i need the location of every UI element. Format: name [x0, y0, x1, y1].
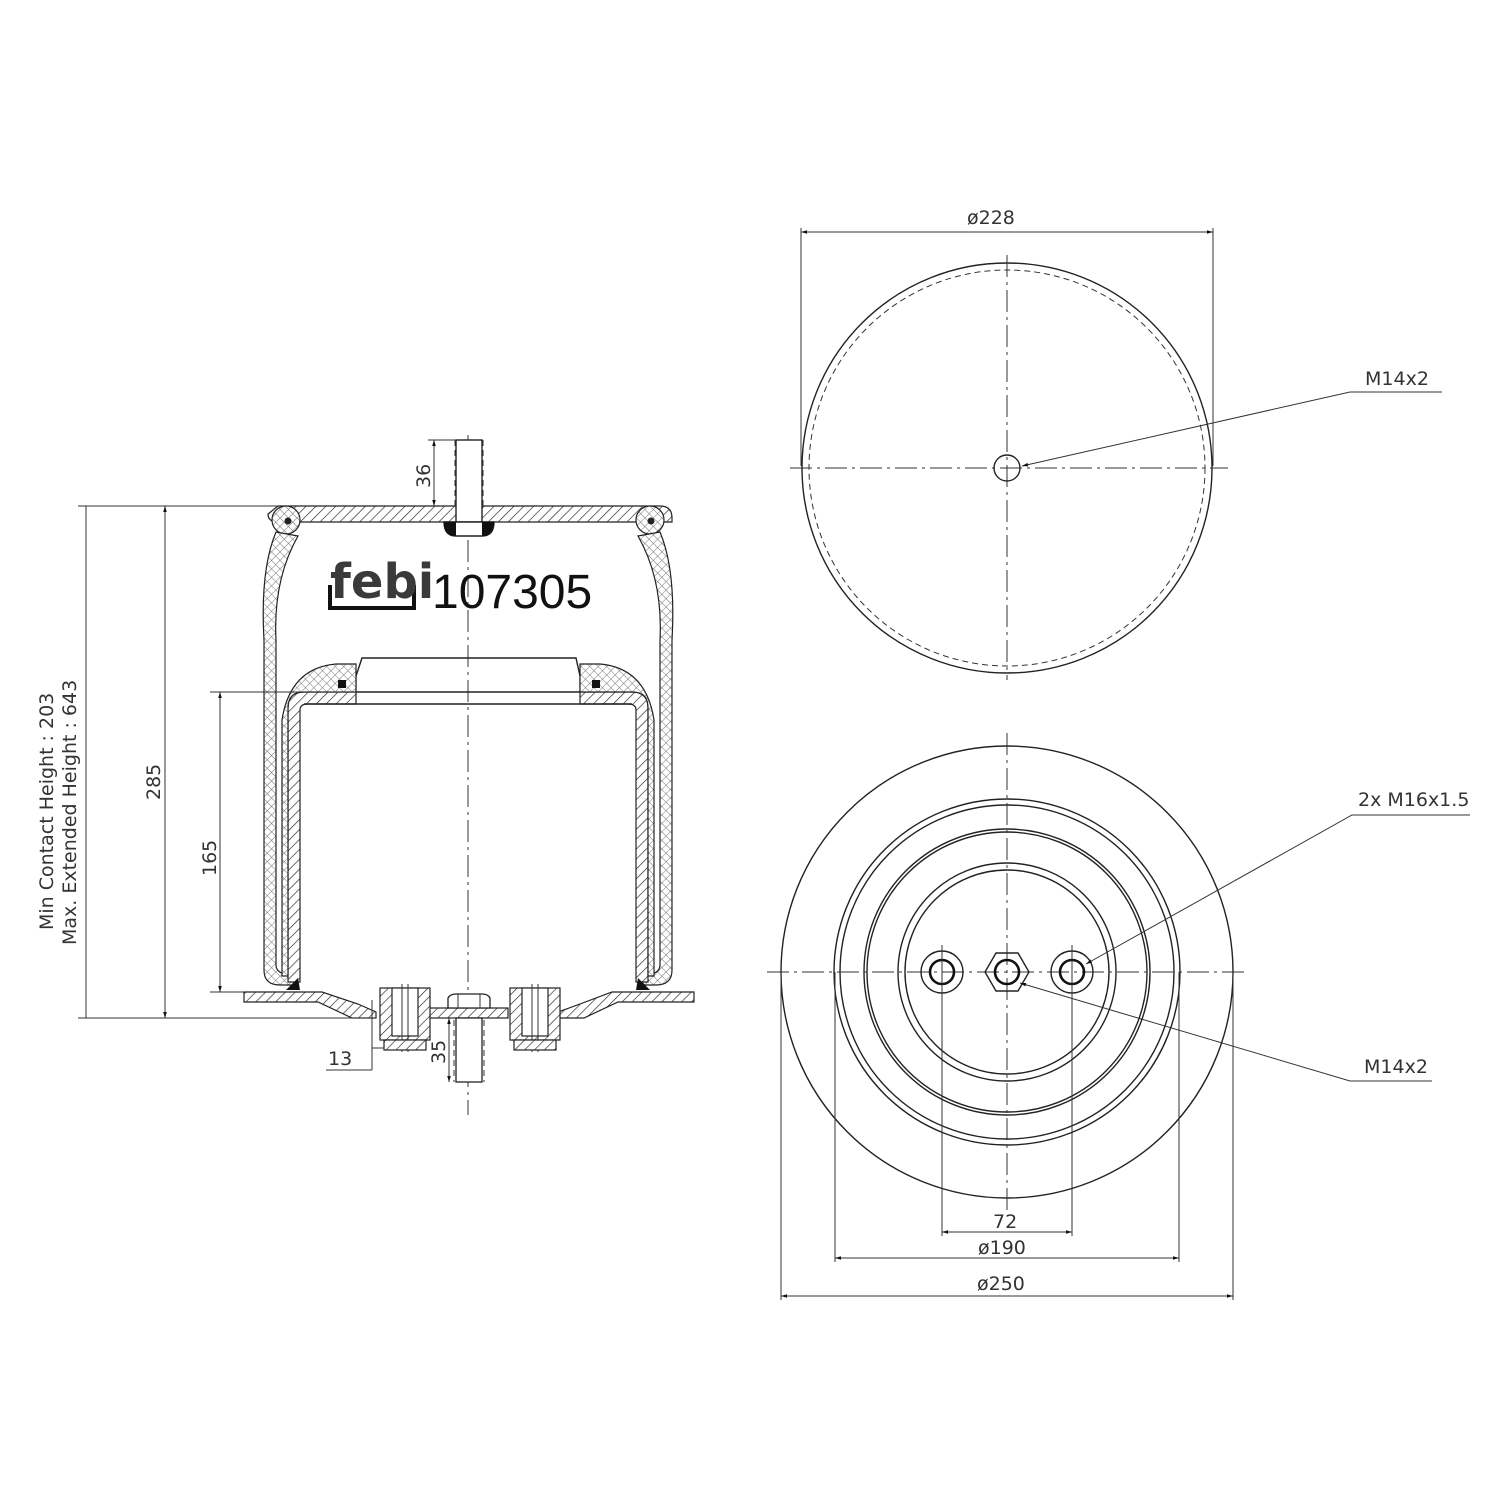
center-bolt [447, 993, 491, 1083]
side-section-view: 285 165 36 35 13 Min Contact Height : 20… [36, 435, 695, 1115]
center-nut [984, 952, 1030, 992]
dim-bolt-spacing: 72 [993, 1211, 1017, 1233]
base-plate-left [243, 991, 377, 1019]
dim-top-stud: 36 [413, 464, 435, 488]
part-number: 107305 [432, 566, 592, 619]
bottom-view: 72 ø190 ø250 2x M16x1.5 M14x2 [767, 733, 1470, 1300]
dim-outer-diameter: ø250 [977, 1273, 1025, 1295]
top-thread-callout: M14x2 [1365, 368, 1429, 390]
bottom-center-callout: M14x2 [1364, 1056, 1428, 1078]
top-view: ø228 M14x2 [790, 207, 1442, 680]
dim-piston-height: 165 [199, 840, 221, 876]
note-max-extended-height: Max. Extended Height : 643 [59, 680, 81, 945]
logo-text: febi [330, 554, 434, 610]
dim-top-diameter: ø228 [967, 207, 1015, 229]
febi-logo: febi [328, 554, 434, 610]
dim-overall-height: 285 [143, 764, 165, 800]
bottom-bolt-callout: 2x M16x1.5 [1358, 789, 1469, 811]
note-min-contact-height: Min Contact Height : 203 [36, 693, 58, 930]
top-thread-hole [993, 454, 1021, 482]
left-bolt-housing [379, 984, 431, 1052]
right-bolt-housing [509, 984, 561, 1052]
piston-left [287, 676, 357, 983]
piston-right [579, 676, 649, 983]
base-plate-right [557, 991, 695, 1019]
dim-inner-diameter: ø190 [978, 1237, 1026, 1259]
top-stud [455, 439, 483, 523]
dim-bottom-stud: 35 [428, 1040, 450, 1064]
dim-base-offset: 13 [328, 1048, 352, 1070]
